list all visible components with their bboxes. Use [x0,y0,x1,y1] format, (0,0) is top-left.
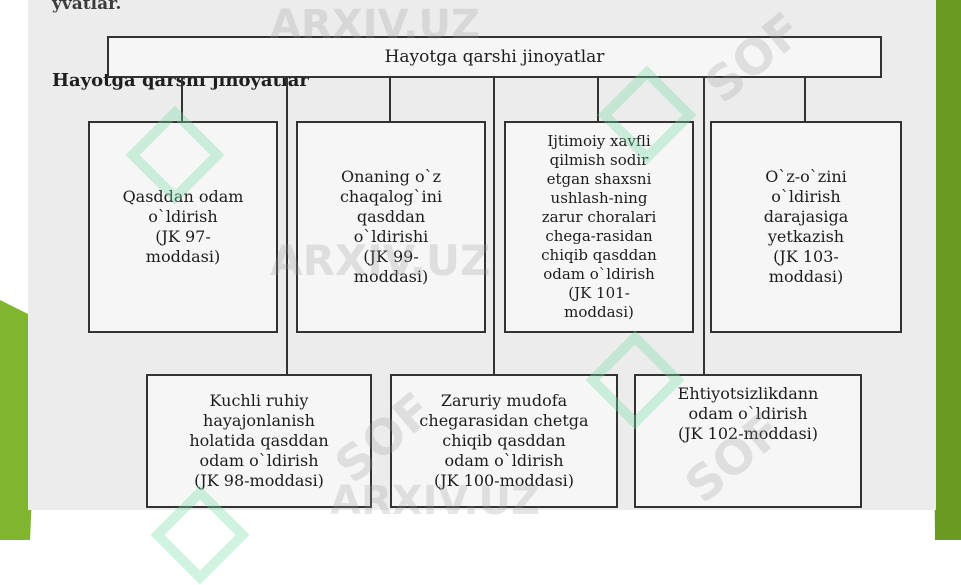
header-fragment: yvatlar. [52,0,122,14]
node-line: Ehtiyotsizlikdann [677,384,819,403]
node-jk-101: Ijtimoiy xavfli qilmish sodir etgan shax… [504,121,694,333]
node-line: chiqib qasddan [442,431,566,450]
connector [703,78,705,376]
node-line: Zaruriy mudofa [440,391,568,410]
node-line: moddasi) [353,267,429,286]
connector [493,78,495,376]
node-line: odam o`ldirish [444,451,564,470]
node-line: O`z-o`zini [765,167,847,186]
node-line: chaqalog`ini [339,187,443,206]
node-line: o`ldirish [771,187,841,206]
node-line: moddasi) [564,303,634,321]
node-jk-99: Onaning o`z chaqalog`ini qasddan o`ldiri… [296,121,486,333]
root-node-label: Hayotga qarshi jinoyatlar [384,47,605,67]
node-line: darajasiga [763,207,849,226]
node-line: (JK 98-moddasi) [194,471,324,490]
node-line: Onaning o`z [340,167,442,186]
node-line: hayajonlanish [203,411,315,430]
node-line: moddasi) [768,267,844,286]
node-line: etgan shaxsni [546,170,652,188]
node-line: (JK 101- [568,284,630,302]
node-line: o`ldirish [148,207,218,226]
node-line: odam o`ldirish [199,451,319,470]
node-line: o`ldirishi [353,227,429,246]
node-line: chegarasidan chetga [419,411,589,430]
connector [181,78,183,122]
node-line: zarur choralari [541,208,657,226]
root-node: Hayotga qarshi jinoyatlar [107,36,882,78]
node-line: yetkazish [767,227,845,246]
node-jk-102: Ehtiyotsizlikdann odam o`ldirish (JK 102… [634,374,862,508]
connector [389,78,391,122]
node-line: ushlash-ning [550,189,648,207]
node-line: qilmish sodir [549,151,649,169]
node-jk-97: Qasddan odam o`ldirish (JK 97- moddasi) [88,121,278,333]
node-jk-98: Kuchli ruhiy hayajonlanish holatida qasd… [146,374,372,508]
connector [286,78,288,376]
node-jk-103: O`z-o`zini o`ldirish darajasiga yetkazis… [710,121,902,333]
connector [804,78,806,122]
node-line: qasddan [356,207,426,226]
node-line: (JK 100-moddasi) [433,471,575,490]
node-line: (JK 97- [155,227,211,246]
node-jk-100: Zaruriy mudofa chegarasidan chetga chiqi… [390,374,618,508]
node-line: moddasi) [145,247,221,266]
node-line: (JK 102-moddasi) [677,424,819,443]
node-line: odam o`ldirish [688,404,808,423]
node-line: chega-rasidan [545,227,653,245]
node-line: Ijtimoiy xavfli [547,132,651,150]
node-line: odam o`ldirish [543,265,655,283]
node-line: Qasddan odam [122,187,244,206]
node-line: Kuchli ruhiy [209,391,309,410]
node-line: (JK 99- [363,247,419,266]
node-line: chiqib qasddan [541,246,657,264]
node-line: holatida qasddan [189,431,329,450]
connector [597,78,599,122]
node-line: (JK 103- [773,247,839,266]
